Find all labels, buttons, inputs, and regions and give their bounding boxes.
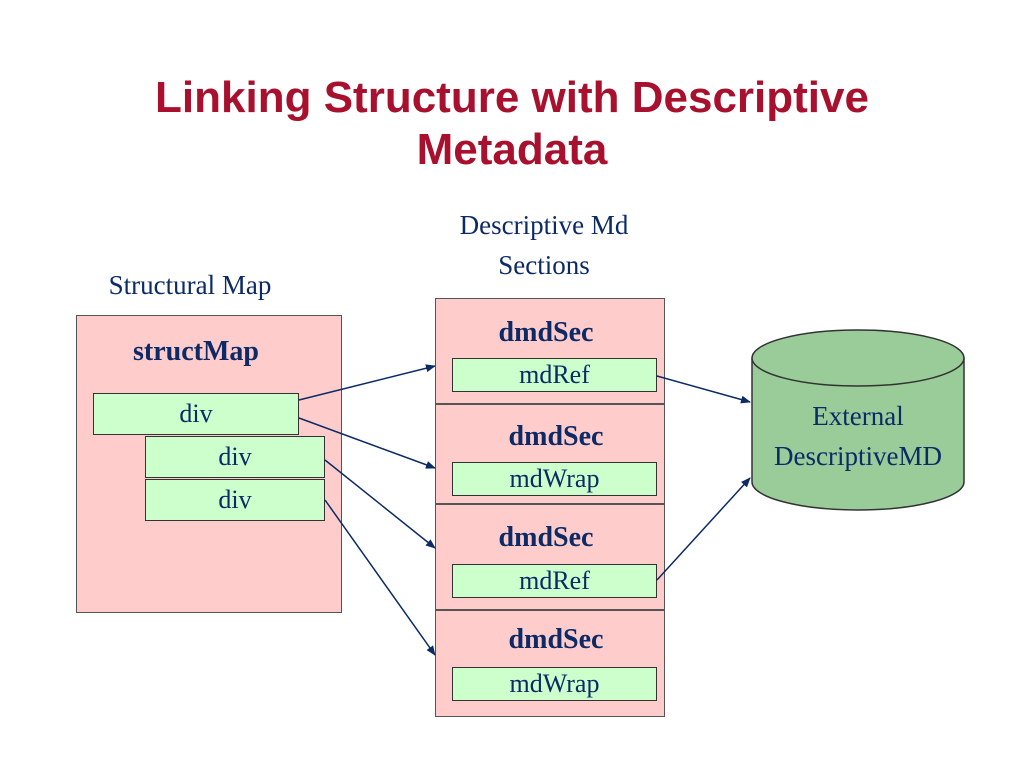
struct-div-2: div xyxy=(145,436,325,478)
md-ref-2: mdRef xyxy=(452,564,657,598)
md-wrap-1: mdWrap xyxy=(452,462,657,496)
arrow-mdref1-to-external xyxy=(656,375,751,404)
struct-map-label: structMap xyxy=(133,336,259,367)
md-ref-1: mdRef xyxy=(452,358,657,392)
arrow-div1-to-dmdsec2 xyxy=(298,417,436,469)
external-label-line2: DescriptiveMD xyxy=(774,441,942,471)
descriptive-caption-line2: Sections xyxy=(498,250,590,280)
slide-title-line1: Linking Structure with Descriptive xyxy=(155,73,869,122)
dmd-sec-label-4: dmdSec xyxy=(508,624,604,655)
md-wrap-2: mdWrap xyxy=(452,667,657,701)
arrow-mdref2-to-external xyxy=(656,477,751,581)
arrow-div3-to-dmdsec4 xyxy=(324,499,436,656)
arrow-div1-to-dmdsec1 xyxy=(298,364,436,401)
struct-div-1: div xyxy=(93,393,299,435)
dmd-sec-label-2: dmdSec xyxy=(508,421,604,452)
descriptive-caption-line1: Descriptive Md xyxy=(459,210,629,240)
arrow-div2-to-dmdsec3 xyxy=(324,459,436,549)
external-label-line1: External xyxy=(812,401,904,431)
dmd-sec-label-1: dmdSec xyxy=(498,317,594,348)
struct-div-3: div xyxy=(145,479,325,521)
external-cylinder xyxy=(751,329,965,511)
structural-map-caption: Structural Map xyxy=(108,270,272,300)
slide-title-line2: Metadata xyxy=(416,125,608,174)
dmd-sec-label-3: dmdSec xyxy=(498,522,594,553)
